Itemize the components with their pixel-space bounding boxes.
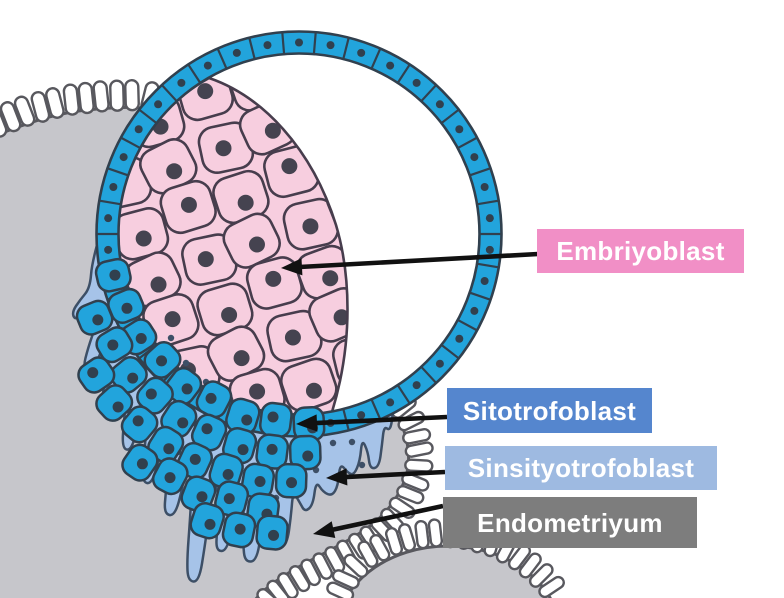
- arrow-embryoblast: [281, 251, 539, 276]
- label-endometrium: Endometriyum: [443, 497, 697, 548]
- label-cytotrophoblast: Sitotrofoblast: [447, 388, 652, 433]
- arrow-cytotrophoblast: [296, 414, 448, 432]
- pointer-arrows: [281, 251, 539, 538]
- arrow-endometrium: [313, 503, 444, 538]
- label-syncytiotrophoblast: Sinsityotrofoblast: [445, 446, 717, 490]
- label-embryoblast: Embriyoblast: [537, 229, 744, 273]
- arrow-syncytiotrophoblast: [326, 468, 446, 486]
- cytotrophoblast-cells: [75, 257, 326, 551]
